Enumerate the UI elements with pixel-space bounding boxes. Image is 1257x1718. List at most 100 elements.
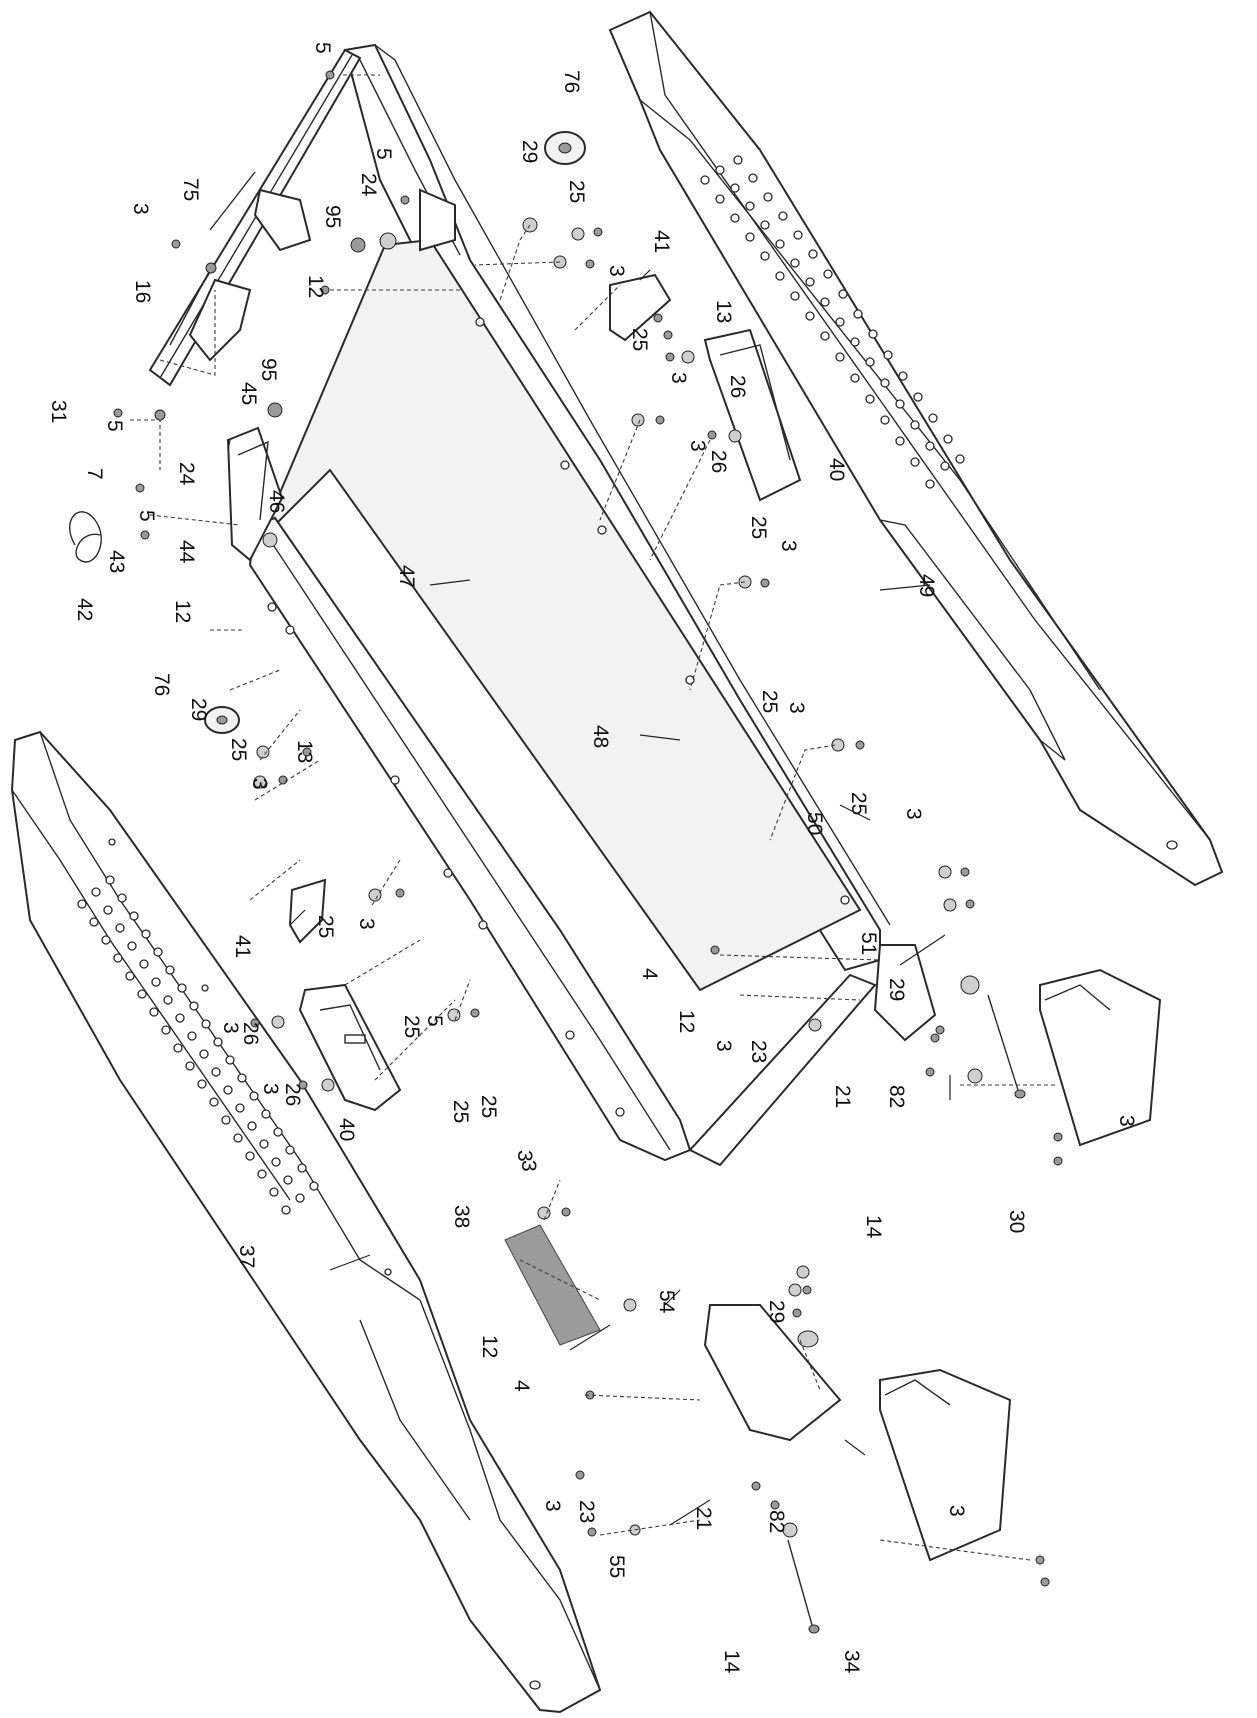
callout: 25 xyxy=(747,516,770,539)
left-side-rail xyxy=(10,730,602,1714)
callout: 3 xyxy=(785,702,808,714)
pin-14-right xyxy=(987,994,1026,1099)
callout: 26 xyxy=(726,375,749,398)
callout: 76 xyxy=(560,70,583,93)
callout: 45 xyxy=(237,382,260,405)
callout: 26 xyxy=(281,1083,304,1106)
right-leg-cover xyxy=(873,944,1162,1147)
callout: 31 xyxy=(47,400,70,423)
callout: 25 xyxy=(847,792,870,815)
callout: 3 xyxy=(355,918,378,930)
wheel-76-top xyxy=(544,131,586,165)
callout: 13 xyxy=(712,300,735,323)
callout: 3 xyxy=(517,1160,540,1172)
callout: 29 xyxy=(518,140,541,163)
callout: 54 xyxy=(655,1290,678,1314)
callout: 30 xyxy=(1005,1210,1028,1233)
callout: 29 xyxy=(187,698,210,721)
rear-bracket-assembly xyxy=(188,188,456,562)
bracket-41-top xyxy=(609,273,672,342)
callout: 29 xyxy=(885,978,908,1001)
callout: 51 xyxy=(857,932,880,955)
callout: 3 xyxy=(259,1083,282,1095)
left-rail-perforations xyxy=(77,875,319,1215)
callout: 3 xyxy=(219,1022,242,1034)
left-leg-cover xyxy=(703,1304,1012,1562)
callout: 3 xyxy=(686,440,709,452)
callout: 25 xyxy=(758,690,781,713)
callout: 95 xyxy=(321,205,344,228)
callout: 25 xyxy=(227,738,250,761)
hardware-fasteners xyxy=(113,70,1063,1587)
callout: 26 xyxy=(239,1022,262,1045)
callout: 24 xyxy=(357,173,380,197)
callout: 13 xyxy=(293,740,316,763)
callout: 25 xyxy=(628,328,651,351)
callout: 26 xyxy=(707,450,730,473)
callout: 43 xyxy=(105,550,128,573)
callout: 55 xyxy=(605,1555,628,1578)
callout: 12 xyxy=(675,1010,698,1033)
callout: 41 xyxy=(650,230,673,253)
callout-labels: 5 76 29 25 3 41 13 25 3 3 26 26 40 25 3 … xyxy=(47,42,1138,1674)
decal-38 xyxy=(504,1224,601,1346)
callout: 7 xyxy=(83,468,106,480)
bracket-41-left xyxy=(288,878,327,944)
callout: 82 xyxy=(765,1510,788,1533)
callout: 3 xyxy=(513,1150,536,1162)
callout: 3 xyxy=(945,1505,968,1517)
callout: 3 xyxy=(248,778,271,790)
callout: 42 xyxy=(73,598,96,621)
assembly-lines xyxy=(130,74,1055,1561)
callout: 4 xyxy=(638,968,661,980)
callout: 5 xyxy=(311,42,334,54)
callout: 12 xyxy=(304,275,327,298)
callout: 4 xyxy=(510,1380,533,1392)
callout: 46 xyxy=(265,490,288,513)
callout: 50 xyxy=(803,812,826,835)
idler-roller xyxy=(419,188,456,252)
wheel-76-left xyxy=(204,706,240,734)
callout: 44 xyxy=(175,540,198,564)
callout: 3 xyxy=(129,203,152,215)
callout: 12 xyxy=(478,1335,501,1358)
callout: 25 xyxy=(477,1095,500,1118)
callout: 5 xyxy=(423,1015,446,1027)
callout: 3 xyxy=(902,808,925,820)
callout: 21 xyxy=(831,1085,854,1108)
leader-lines xyxy=(227,269,951,1526)
callout: 3 xyxy=(777,540,800,552)
callout: 3 xyxy=(605,265,628,277)
callout: 82 xyxy=(885,1085,908,1108)
callout: 25 xyxy=(565,180,588,203)
callout: 3 xyxy=(712,1040,735,1052)
callout: 95 xyxy=(257,358,280,381)
callout: 16 xyxy=(131,280,154,303)
callout: 47 xyxy=(395,565,418,588)
callout: 76 xyxy=(150,673,173,696)
callout: 23 xyxy=(575,1500,598,1523)
callout: 40 xyxy=(335,1118,358,1141)
callout: 38 xyxy=(450,1205,473,1228)
callout: 75 xyxy=(179,178,202,201)
callout: 3 xyxy=(1115,1115,1138,1127)
callout: 14 xyxy=(720,1650,743,1674)
callout: 25 xyxy=(400,1015,423,1038)
right-side-rail xyxy=(608,10,1224,887)
callout: 21 xyxy=(692,1507,715,1530)
callout: 48 xyxy=(589,725,612,748)
callout: 14 xyxy=(862,1215,885,1239)
callout: 37 xyxy=(235,1245,258,1268)
bracket-40-left xyxy=(298,983,402,1112)
callout: 40 xyxy=(825,458,848,481)
callout: 25 xyxy=(449,1100,472,1123)
pin-14-bottom xyxy=(787,1539,820,1634)
callout: 5 xyxy=(372,148,395,160)
main-frame xyxy=(148,43,891,1167)
callout: 24 xyxy=(175,462,198,486)
callout: 29 xyxy=(765,1300,788,1323)
callout: 5 xyxy=(103,420,126,432)
wire-harness-42 xyxy=(69,511,102,563)
